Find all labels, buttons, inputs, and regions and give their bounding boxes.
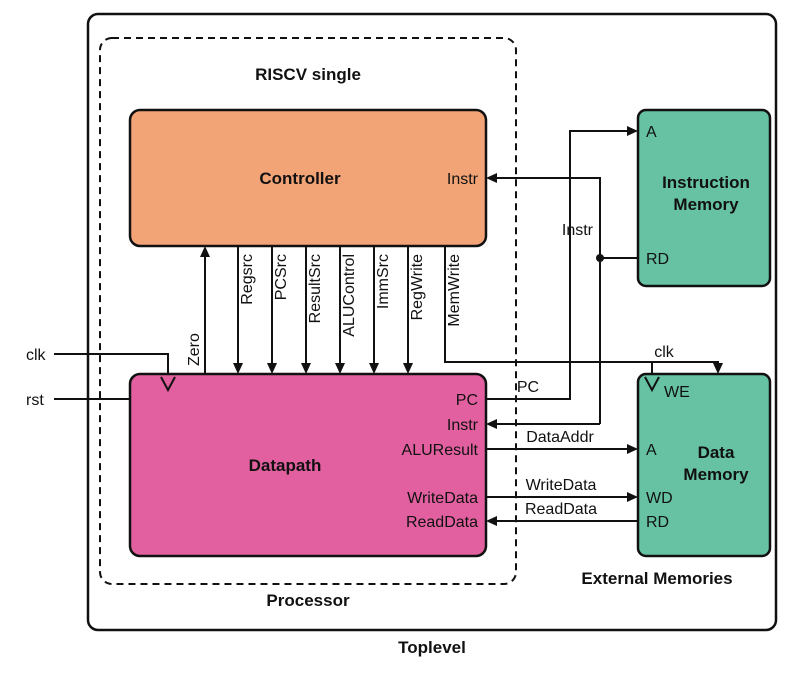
instruction-memory-title-line1: Instruction <box>662 173 750 192</box>
data-memory-port-a: A <box>646 442 657 459</box>
memwrite-signal-label: MemWrite <box>446 254 463 327</box>
processor-dashed-box <box>99 37 517 585</box>
alucontrol-signal-label: ALUControl <box>341 254 358 337</box>
readdata-wire-label: ReadData <box>525 501 597 518</box>
regwrite-signal-label: RegWrite <box>409 254 426 320</box>
data-memory-title-line1: Data <box>698 443 735 462</box>
instr-controller-arrowhead-icon <box>486 173 497 183</box>
alucontrol-arrowhead-icon <box>335 363 345 374</box>
pcsrc-arrowhead-icon <box>267 363 277 374</box>
datapath-port-aluresult: ALUResult <box>402 442 479 459</box>
pc-wire <box>486 130 629 400</box>
controller-port-instr: Instr <box>447 171 479 188</box>
clk-label: clk <box>26 347 47 364</box>
datapath-block <box>128 372 488 558</box>
writedata-wire-label: WriteData <box>526 477 597 494</box>
datapath-port-readdata: ReadData <box>406 514 478 531</box>
regwrite-arrowhead-icon <box>403 363 413 374</box>
instruction-memory-block <box>636 108 772 288</box>
data-memory-block <box>636 372 772 558</box>
data-memory-port-we: WE <box>664 384 690 401</box>
processor-label: Processor <box>266 591 350 610</box>
dataaddr-arrowhead-icon <box>627 444 638 454</box>
writedata-arrowhead-icon <box>627 492 638 502</box>
instr-datapath-arrowhead-icon <box>486 419 497 429</box>
zero-signal-label: Zero <box>186 333 203 366</box>
resultsrc-arrowhead-icon <box>301 363 311 374</box>
processor-title: RISCV single <box>255 65 361 84</box>
regsrc-arrowhead-icon <box>233 363 243 374</box>
datapath-port-writedata: WriteData <box>407 490 478 507</box>
data-memory-title-line2: Memory <box>683 465 749 484</box>
pc-wire-label: PC <box>517 379 539 396</box>
instr-wire-label: Instr <box>562 222 594 239</box>
regsrc-signal-label: Regsrc <box>239 254 256 305</box>
instr-to-controller-wire <box>496 177 601 424</box>
controller-title: Controller <box>259 169 341 188</box>
rst-label: rst <box>26 392 44 409</box>
datapath-port-instr: Instr <box>447 417 479 434</box>
instr-junction-dot <box>596 254 604 262</box>
dataaddr-wire-label: DataAddr <box>526 429 594 446</box>
instruction-memory-port-rd: RD <box>646 251 669 268</box>
datamem-clk-label: clk <box>654 344 675 361</box>
memwrite-arrowhead-icon <box>713 363 723 374</box>
datamem-clk-triangle-icon <box>644 376 660 393</box>
readdata-arrowhead-icon <box>486 516 497 526</box>
immsrc-signal-label: ImmSrc <box>375 254 392 309</box>
datapath-title: Datapath <box>249 456 322 475</box>
clk-wire <box>54 353 169 374</box>
toplevel-label: Toplevel <box>398 638 466 657</box>
data-memory-port-wd: WD <box>646 490 673 507</box>
external-memories-label: External Memories <box>581 569 732 588</box>
data-memory-port-rd: RD <box>646 514 669 531</box>
pc-arrowhead-icon <box>627 126 638 136</box>
zero-arrowhead-icon <box>200 246 210 257</box>
datapath-port-pc: PC <box>456 392 478 409</box>
pcsrc-signal-label: PCSrc <box>273 254 290 300</box>
instruction-memory-port-a: A <box>646 124 657 141</box>
datapath-clk-triangle-icon <box>160 376 176 393</box>
immsrc-arrowhead-icon <box>369 363 379 374</box>
resultsrc-signal-label: ResultSrc <box>307 254 324 323</box>
instruction-memory-title-line2: Memory <box>673 195 739 214</box>
